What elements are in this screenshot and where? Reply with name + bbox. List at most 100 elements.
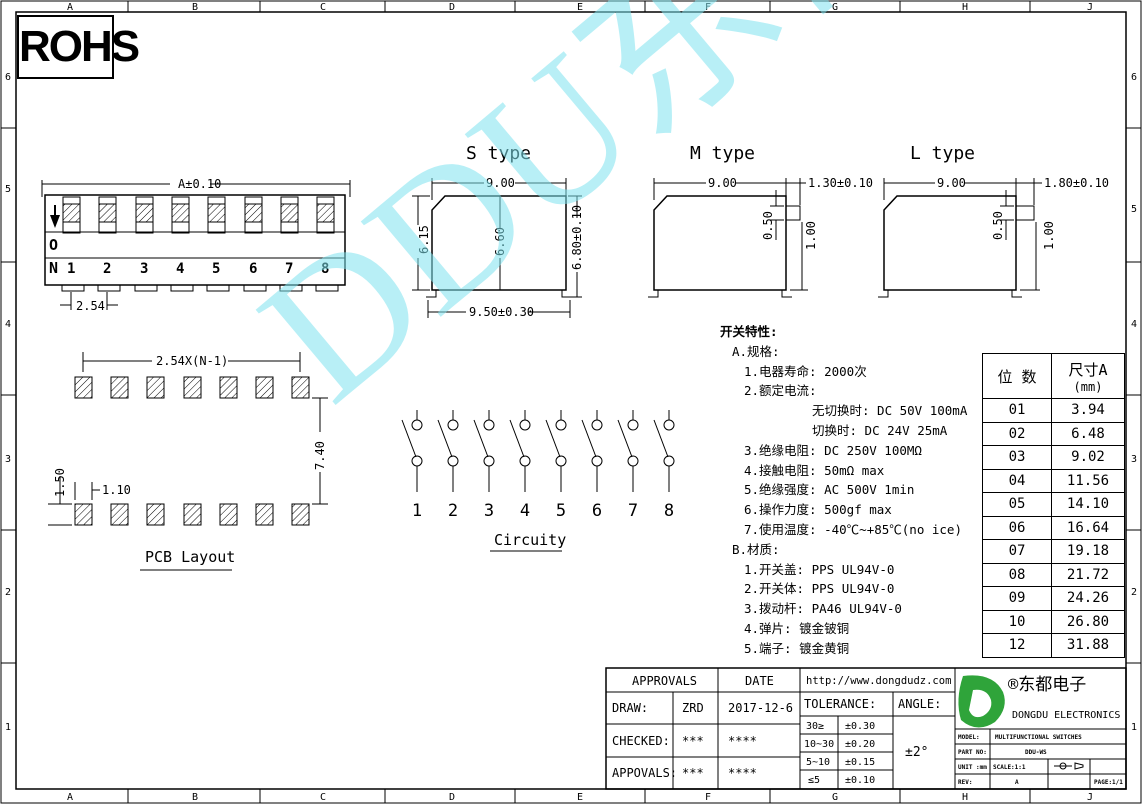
drawing-stroke — [447, 419, 459, 431]
drawing-stroke — [1074, 762, 1084, 770]
drawing-stroke — [74, 376, 310, 526]
m-type-title: M type — [690, 143, 755, 164]
col-label: B — [192, 792, 198, 803]
switch-number: 8 — [321, 261, 329, 277]
spec-item: 无切换时: DC 50V 100mA — [812, 403, 968, 419]
drawing-stroke — [61, 285, 339, 292]
tb-angle: ±2° — [905, 745, 928, 760]
spec-item: 切换时: DC 24V 25mA — [812, 422, 948, 438]
drawing-stroke — [412, 178, 582, 318]
tb-rev-label: REV: — [958, 779, 972, 786]
drawing-stroke — [969, 689, 992, 718]
col-label: G — [832, 792, 838, 803]
drawing-stroke — [483, 419, 495, 431]
col-label: A — [67, 792, 73, 803]
cell-size: 14.10 — [1051, 492, 1125, 517]
m-act-w: 1.30±0.10 — [808, 176, 873, 190]
drawing-stroke — [509, 419, 525, 458]
row-label: 4 — [5, 319, 11, 330]
row-label: 6 — [5, 72, 11, 83]
tb-tolerance: TOLERANCE: — [804, 697, 876, 711]
drawing-stroke — [207, 203, 226, 223]
spec-item: 5.绝缘强度: AC 500V 1min — [744, 482, 915, 498]
drawing-stroke — [62, 203, 81, 223]
spec-item: 6.操作力度: 500gf max — [744, 502, 892, 518]
m-act-h: 0.50 — [761, 211, 775, 240]
drawing-stroke — [110, 503, 129, 526]
circuit-number: 4 — [520, 501, 530, 521]
drawing-stroke — [135, 203, 154, 223]
tb-checked-by: *** — [682, 734, 704, 748]
spec-item: 7.使用温度: -40℃~+85℃(no ice) — [744, 521, 962, 537]
circuit-number: 7 — [628, 501, 638, 521]
col-label: C — [320, 2, 326, 13]
col-label: F — [705, 792, 711, 803]
circuit-title: Circuity — [494, 531, 566, 549]
header-position: 位 数 — [982, 353, 1052, 399]
circuit-switch — [617, 410, 639, 492]
drawing-stroke — [663, 419, 675, 431]
col-label: E — [577, 792, 583, 803]
drawing-stroke: 1 2 3 4 5 6 7 8 — [412, 501, 674, 521]
drawing-stroke — [627, 419, 639, 431]
tb-page: PAGE:1/1 — [1094, 779, 1123, 786]
switch-number: 2 — [103, 261, 111, 277]
tol-range: 30≥ — [806, 721, 824, 732]
drawing-stroke — [219, 376, 238, 399]
col-label: A — [67, 2, 73, 13]
cell-pos: 09 — [982, 586, 1052, 611]
s-width: 9.00 — [486, 176, 515, 190]
l-width: 9.00 — [937, 176, 966, 190]
col-label: F — [705, 2, 711, 13]
cell-pos: 01 — [982, 398, 1052, 423]
drawing-stroke — [74, 503, 93, 526]
tb-appovals-by: *** — [682, 766, 704, 780]
col-label: E — [577, 2, 583, 13]
tb-model-label: MODEL: — [958, 734, 980, 741]
cell-size: 3.94 — [1051, 398, 1125, 423]
row-label: 2 — [1131, 587, 1137, 598]
cell-size: 19.18 — [1051, 539, 1125, 564]
tol-value: ±0.15 — [845, 757, 875, 768]
drawing-stroke — [617, 419, 633, 458]
cell-size: 16.64 — [1051, 515, 1125, 540]
drawing-stroke — [401, 410, 675, 492]
drawing-stroke — [291, 503, 310, 526]
drawing-stroke: 30≥ ±0.30 10~30 ±0.20 5~10 ±0.15 ≤5 ±0.1… — [804, 721, 875, 786]
drawing-stroke — [74, 376, 93, 399]
cell-size: 9.02 — [1051, 445, 1125, 470]
drawing-stroke — [171, 203, 190, 223]
circuit-switch — [437, 410, 459, 492]
drawing-stroke — [110, 376, 129, 399]
drawing-stroke — [206, 285, 230, 292]
tb-company-en: DONGDU ELECTRONICS — [1012, 710, 1120, 721]
tb-unit: UNIT :mm — [958, 764, 987, 771]
spec-item: 5.端子: 镀金黄铜 — [744, 640, 850, 656]
cell-pos: 12 — [982, 633, 1052, 658]
projection-symbol-icon — [1054, 762, 1084, 770]
cell-size: 11.56 — [1051, 468, 1125, 493]
drawing-stroke — [280, 203, 299, 223]
cell-pos: 04 — [982, 468, 1052, 493]
tb-angle-header: ANGLE: — [898, 697, 941, 711]
s-type-title: S type — [466, 143, 531, 164]
drawing-stroke — [426, 290, 437, 298]
row-label: 2 — [5, 587, 11, 598]
drawing-stroke — [1011, 290, 1022, 298]
drawing-stroke — [279, 285, 303, 292]
spec-item: 2.额定电流: — [744, 383, 817, 399]
spec-item: 4.弹片: 镀金铍铜 — [744, 620, 850, 636]
drawing-stroke — [653, 419, 669, 458]
drawing-stroke: S type M type L type — [466, 143, 975, 164]
drawing-stroke — [555, 419, 567, 431]
row-label: 5 — [5, 184, 11, 195]
switch-number: 3 — [140, 261, 148, 277]
